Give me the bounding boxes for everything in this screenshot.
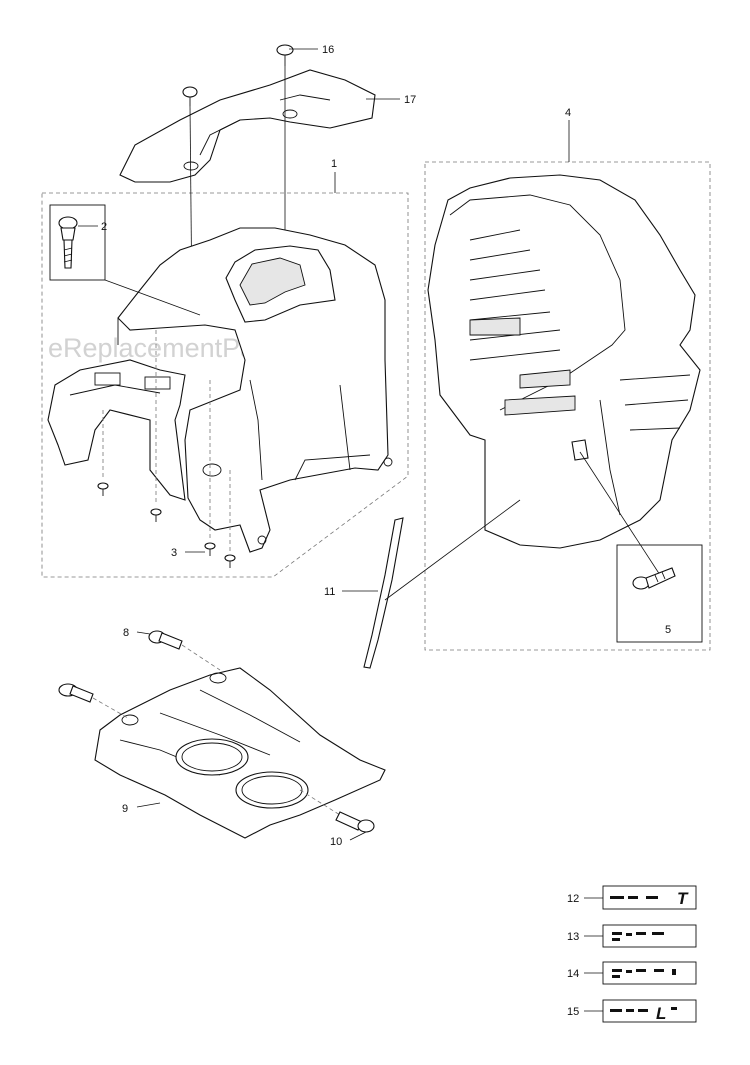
callout-8: 8 bbox=[123, 627, 129, 639]
left-deflector bbox=[47, 359, 186, 501]
callout-16: 16 bbox=[322, 44, 334, 56]
callout-4: 4 bbox=[565, 107, 571, 119]
decal-part-12: T bbox=[602, 885, 697, 910]
bolt-part-5 bbox=[632, 567, 676, 590]
group-box-part-4 bbox=[424, 161, 711, 651]
inset-box-part-2 bbox=[49, 204, 106, 281]
bottom-plate-part-9 bbox=[94, 667, 386, 839]
decal-15-letter: L bbox=[656, 1004, 666, 1023]
decal-part-14 bbox=[602, 961, 697, 985]
callout-14: 14 bbox=[567, 968, 579, 980]
inset-box-part-5 bbox=[616, 544, 703, 643]
callout-3: 3 bbox=[171, 547, 177, 559]
group-box-part-1 bbox=[41, 192, 409, 578]
callout-11: 11 bbox=[324, 586, 335, 598]
callout-9: 9 bbox=[122, 803, 128, 815]
decal-part-13 bbox=[602, 924, 697, 948]
callout-13: 13 bbox=[567, 931, 579, 943]
callout-15: 15 bbox=[567, 1006, 579, 1018]
screw-part-16 bbox=[182, 44, 294, 106]
cylinder-shroud-part-4 bbox=[427, 174, 701, 549]
cylinder-cover-part-1 bbox=[117, 227, 393, 553]
top-cover-strip bbox=[119, 69, 376, 183]
callout-2: 2 bbox=[101, 221, 107, 233]
screws-part-3 bbox=[97, 330, 236, 568]
callout-5: 5 bbox=[665, 624, 671, 636]
decal-12-letter: T bbox=[677, 889, 689, 908]
decal-part-15: L bbox=[602, 999, 697, 1023]
callout-1: 1 bbox=[331, 158, 337, 170]
inset-part-5-link bbox=[579, 451, 661, 576]
inset-part-2-link bbox=[104, 279, 201, 316]
callout-10: 10 bbox=[330, 836, 342, 848]
callout-17: 17 bbox=[404, 94, 416, 106]
hose-part-11 bbox=[363, 517, 404, 669]
bolt-part-2 bbox=[58, 216, 78, 269]
hose-to-shroud-line bbox=[384, 499, 521, 601]
bolts-part-8 bbox=[58, 630, 221, 719]
callout-12: 12 bbox=[567, 893, 579, 905]
callout-leaders bbox=[78, 48, 603, 1012]
